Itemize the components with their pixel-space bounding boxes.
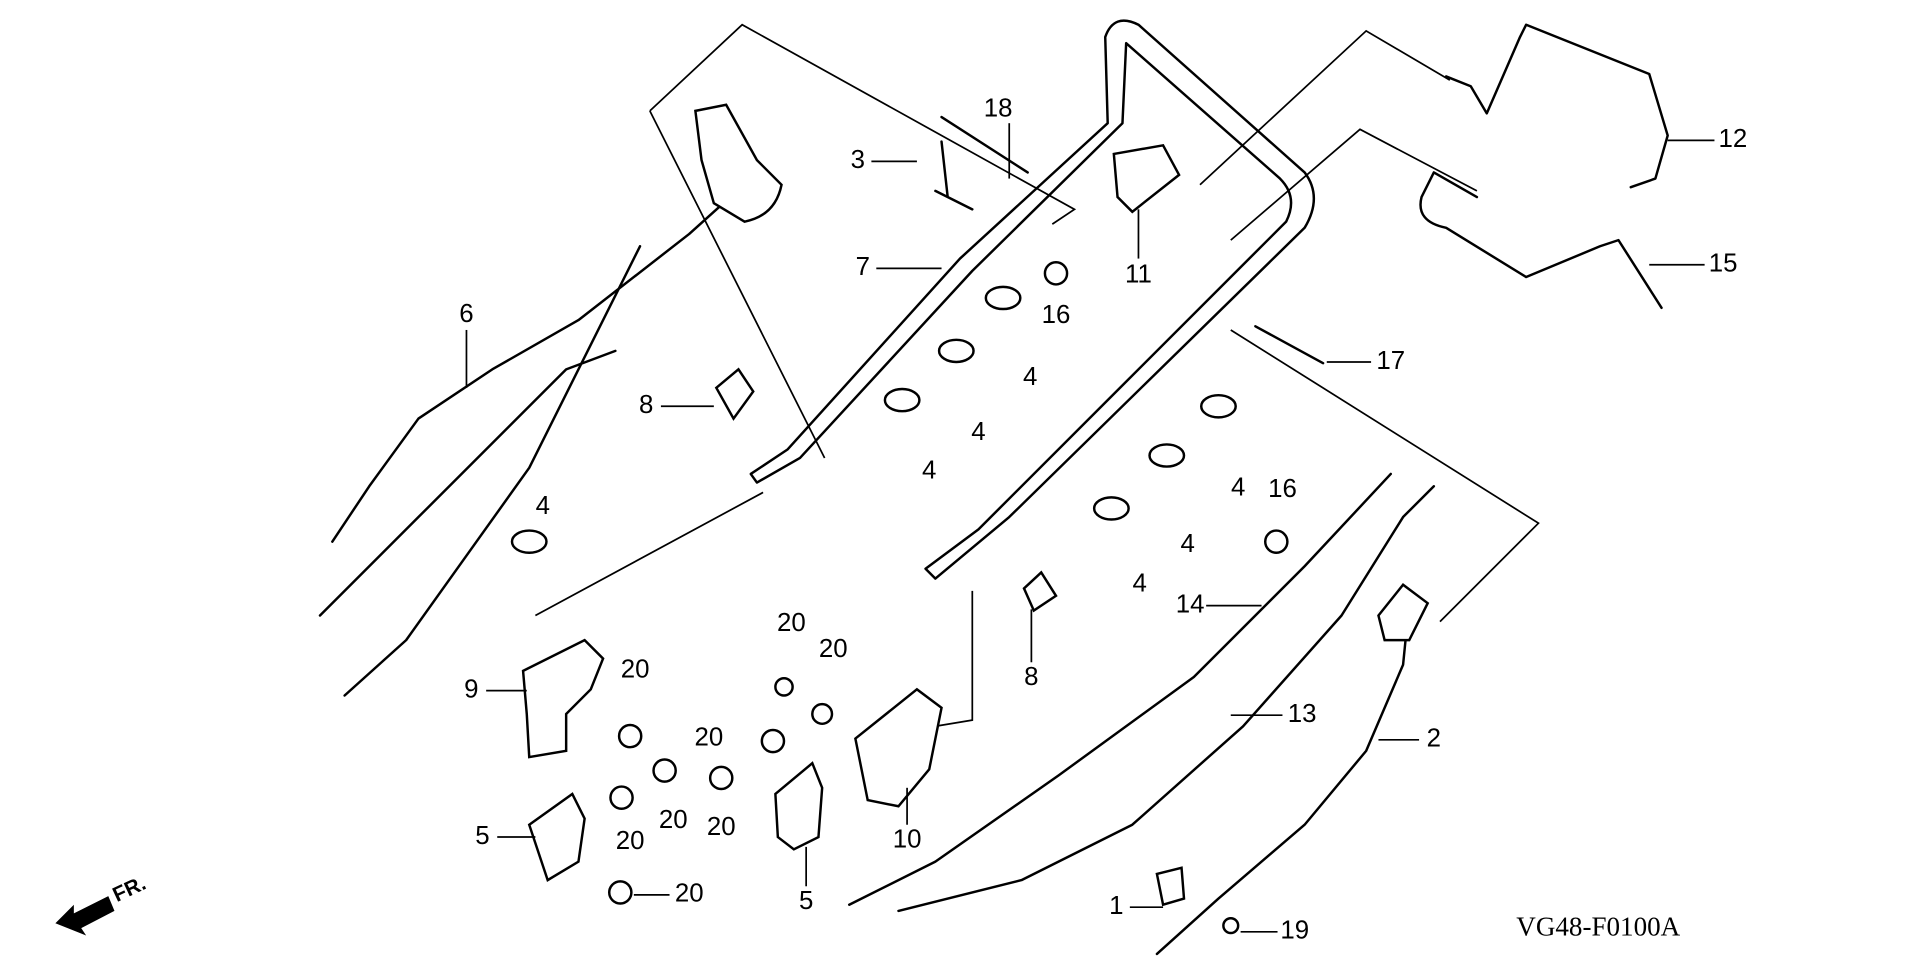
callout-10: 10 [893, 826, 922, 854]
callout-20: 20 [695, 723, 724, 751]
bracket-10 [854, 687, 943, 808]
cable-clips-4 [510, 285, 1237, 554]
callouts: 18 3 7 11 16 6 12 15 17 8 4 4 4 4 4 4 4 … [459, 94, 1747, 944]
callout-20: 20 [616, 827, 645, 855]
cable-guide-11 [1112, 143, 1181, 214]
callout-4: 4 [1231, 474, 1245, 502]
knob-8-lower [1022, 570, 1058, 613]
callout-17: 17 [1376, 347, 1405, 375]
front-direction-arrow: FR. [55, 872, 150, 936]
callout-2: 2 [1427, 725, 1441, 753]
diagram-code: VG48-F0100A [1516, 911, 1680, 941]
clip-1 [1155, 866, 1186, 907]
callout-1: 1 [1109, 892, 1123, 920]
callout-9: 9 [464, 675, 478, 703]
brackets [521, 638, 943, 882]
throttle-lever-6 [694, 103, 783, 223]
cables-left [318, 103, 783, 697]
callout-4: 4 [971, 418, 985, 446]
callout-19: 19 [1280, 917, 1309, 945]
callout-4: 4 [922, 456, 936, 484]
callout-13: 13 [1288, 700, 1317, 728]
callout-4: 4 [1023, 363, 1037, 391]
pin-3 [934, 140, 974, 211]
plate-5-right [774, 761, 824, 851]
arrow-icon [55, 896, 115, 936]
callout-4: 4 [536, 492, 550, 520]
callout-6: 6 [459, 300, 473, 328]
bolt-17 [1254, 325, 1325, 365]
small-parts [510, 115, 1325, 935]
callout-20: 20 [819, 635, 848, 663]
callout-20: 20 [675, 880, 704, 908]
callout-20: 20 [659, 806, 688, 834]
callout-15: 15 [1709, 250, 1738, 278]
screw-19 [1222, 917, 1240, 935]
knob-8-upper [714, 367, 755, 421]
assembly-outlines [534, 23, 1540, 728]
levers [1419, 23, 1669, 310]
front-label: FR. [109, 872, 149, 907]
callout-16-upper: 16 [1042, 301, 1071, 329]
callout-20: 20 [707, 813, 736, 841]
callout-4: 4 [1133, 570, 1147, 598]
callout-8-lower: 8 [1024, 663, 1038, 691]
callout-7: 7 [856, 253, 870, 281]
callout-3: 3 [851, 146, 865, 174]
bolt-18 [940, 115, 1029, 174]
callout-18: 18 [984, 94, 1013, 122]
callout-4: 4 [1181, 530, 1195, 558]
handle-pipe [749, 19, 1316, 580]
callout-20: 20 [621, 656, 650, 684]
plate-5-left [527, 792, 586, 882]
callout-20: 20 [777, 609, 806, 637]
callout-14: 14 [1176, 590, 1205, 618]
callout-8-upper: 8 [639, 391, 653, 419]
callout-11: 11 [1125, 261, 1152, 289]
callout-16-lower: 16 [1268, 475, 1297, 503]
callout-5-right: 5 [799, 887, 813, 915]
bracket-9 [521, 638, 605, 759]
callout-12: 12 [1719, 125, 1748, 153]
cables-right [848, 472, 1436, 956]
callout-5-left: 5 [475, 822, 489, 850]
